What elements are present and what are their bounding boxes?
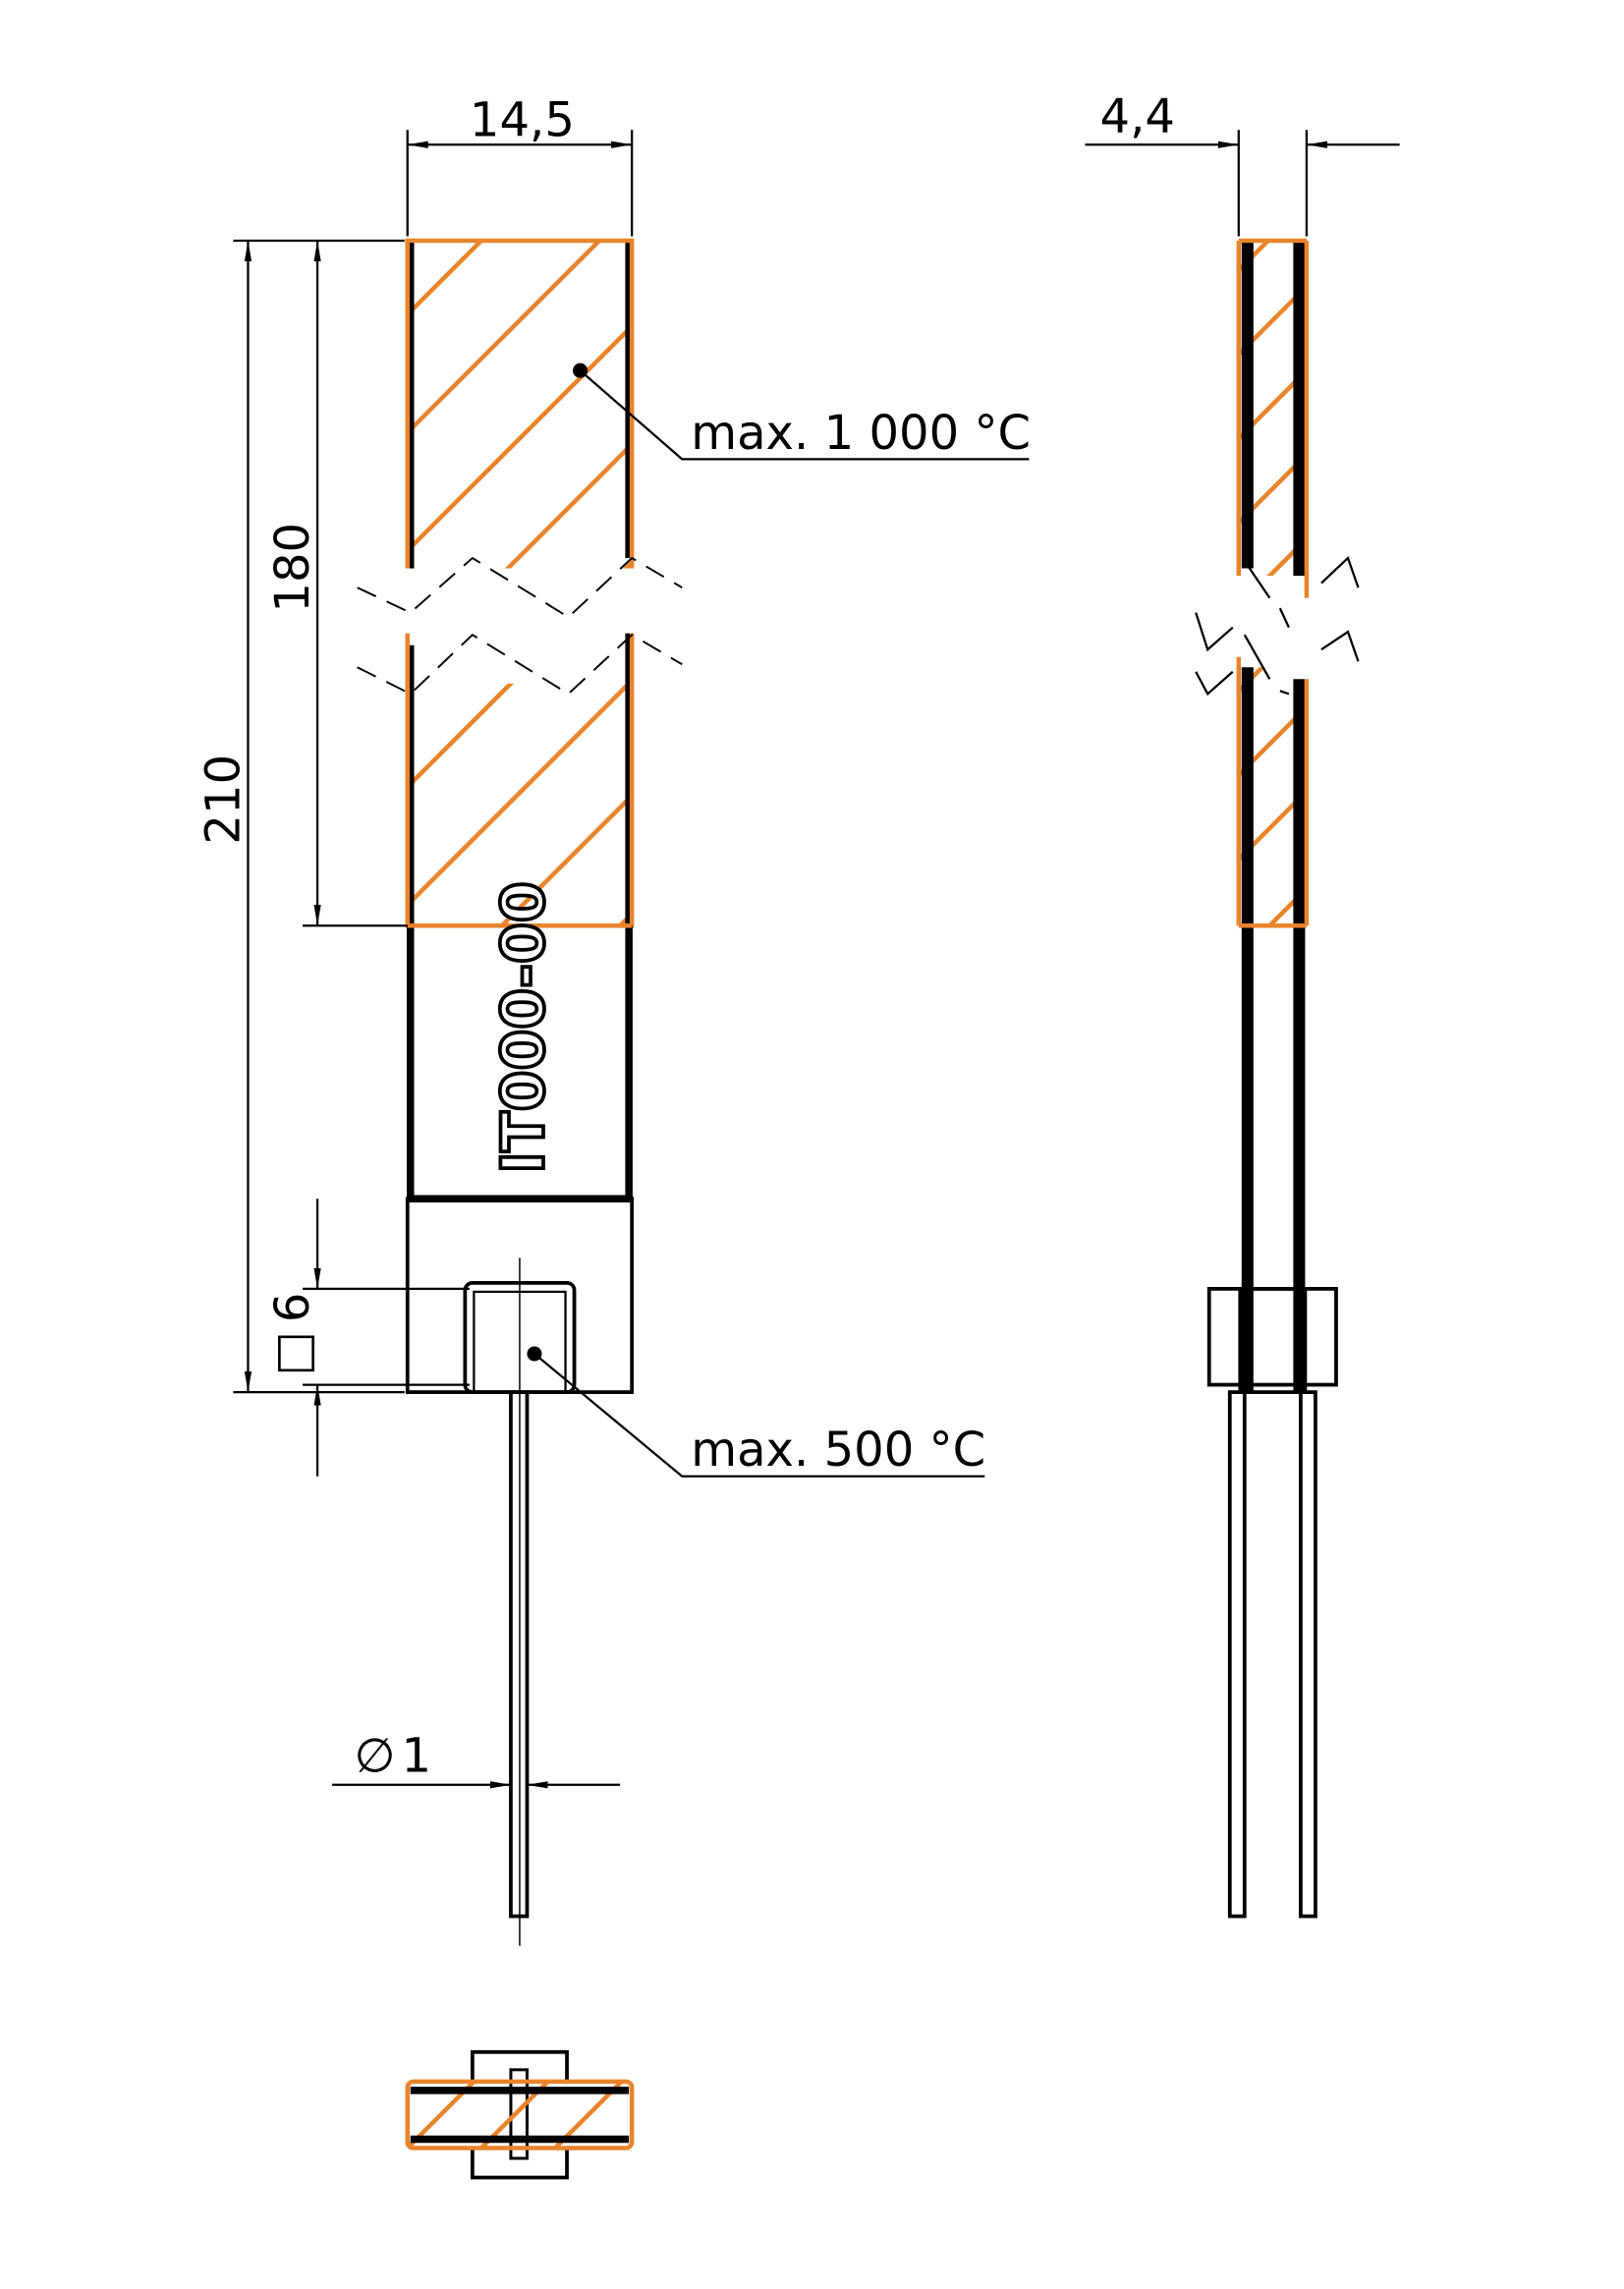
dimension-thickness: 4,4 <box>1085 89 1400 237</box>
svg-text:max. 500 °C: max. 500 °C <box>691 1423 985 1478</box>
svg-text:14,5: 14,5 <box>470 92 575 147</box>
svg-text:max. 1 000 °C: max. 1 000 °C <box>691 406 1031 461</box>
part-label: IT000-00 <box>489 881 558 1173</box>
annotation-hot-zone: max. 1 000 °C <box>573 363 1031 461</box>
svg-text:4,4: 4,4 <box>1100 89 1175 144</box>
svg-text:180: 180 <box>265 523 320 613</box>
svg-text:∅1: ∅1 <box>355 1728 431 1783</box>
side-view <box>1195 238 1360 1919</box>
annotation-cold-zone: max. 500 °C <box>527 1346 985 1478</box>
dimension-square: □6 <box>265 1199 470 1477</box>
svg-text:□6: □6 <box>265 1293 320 1376</box>
dimension-hot-length: 180 <box>265 240 408 927</box>
svg-text:210: 210 <box>196 754 251 845</box>
dimension-wire-diameter: ∅1 <box>332 1728 621 1789</box>
dimension-width: 14,5 <box>406 92 634 237</box>
end-view <box>405 2049 635 2180</box>
